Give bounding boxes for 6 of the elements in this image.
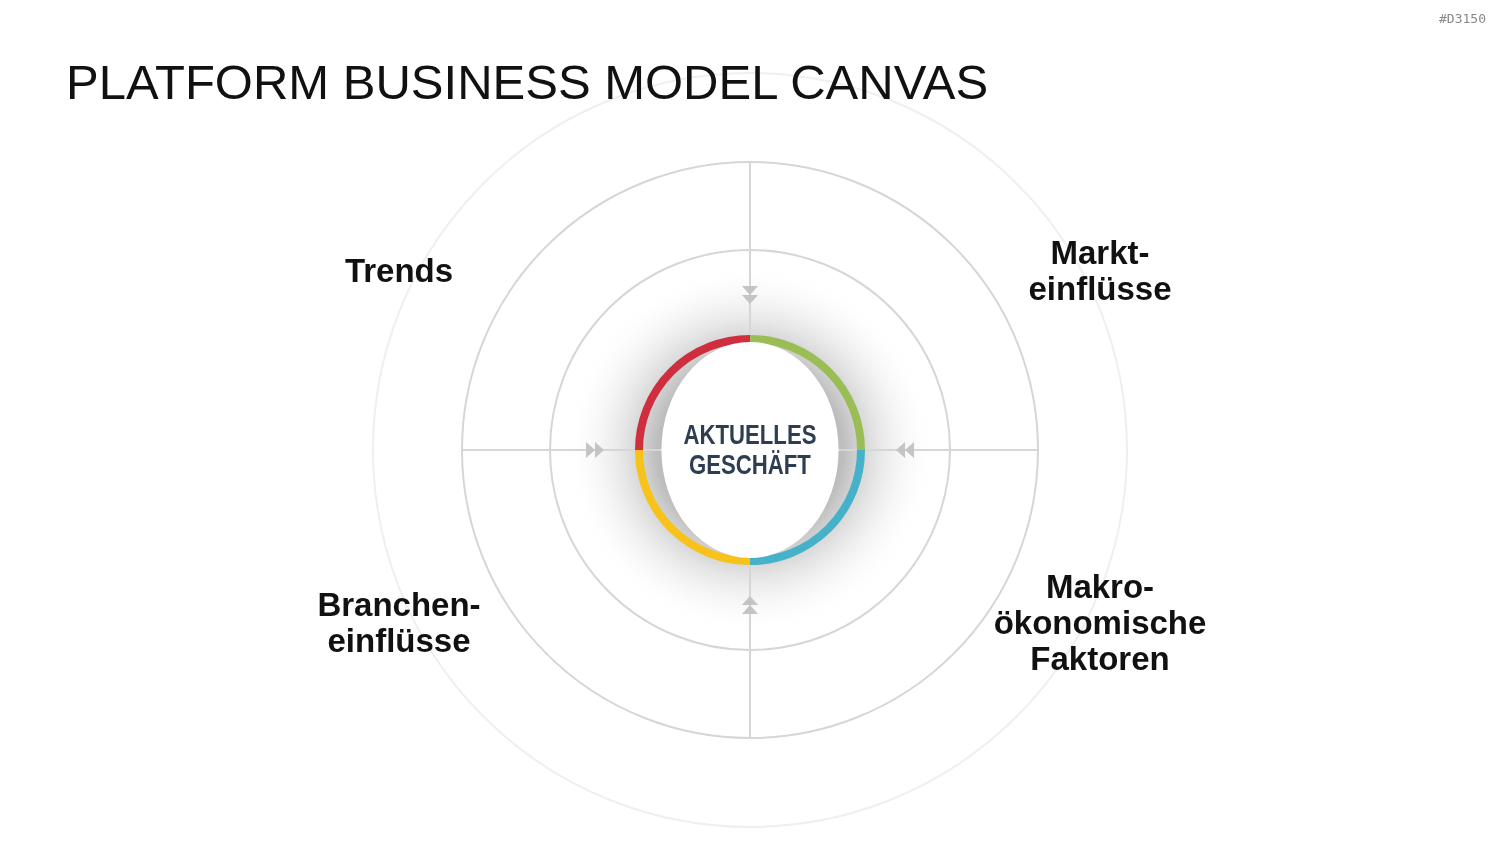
title: PLATFORM BUSINESS MODEL CANVAS (66, 54, 989, 110)
slide-code: #D3150 (1439, 11, 1486, 26)
quadrant-label: Makro- ökonomische Faktoren (992, 569, 1208, 677)
quadrant-label: Branchen- einflüsse (316, 587, 482, 659)
quadrant-label: Markt- einflüsse (1027, 235, 1173, 307)
quadrant-label: Trends (343, 253, 455, 289)
